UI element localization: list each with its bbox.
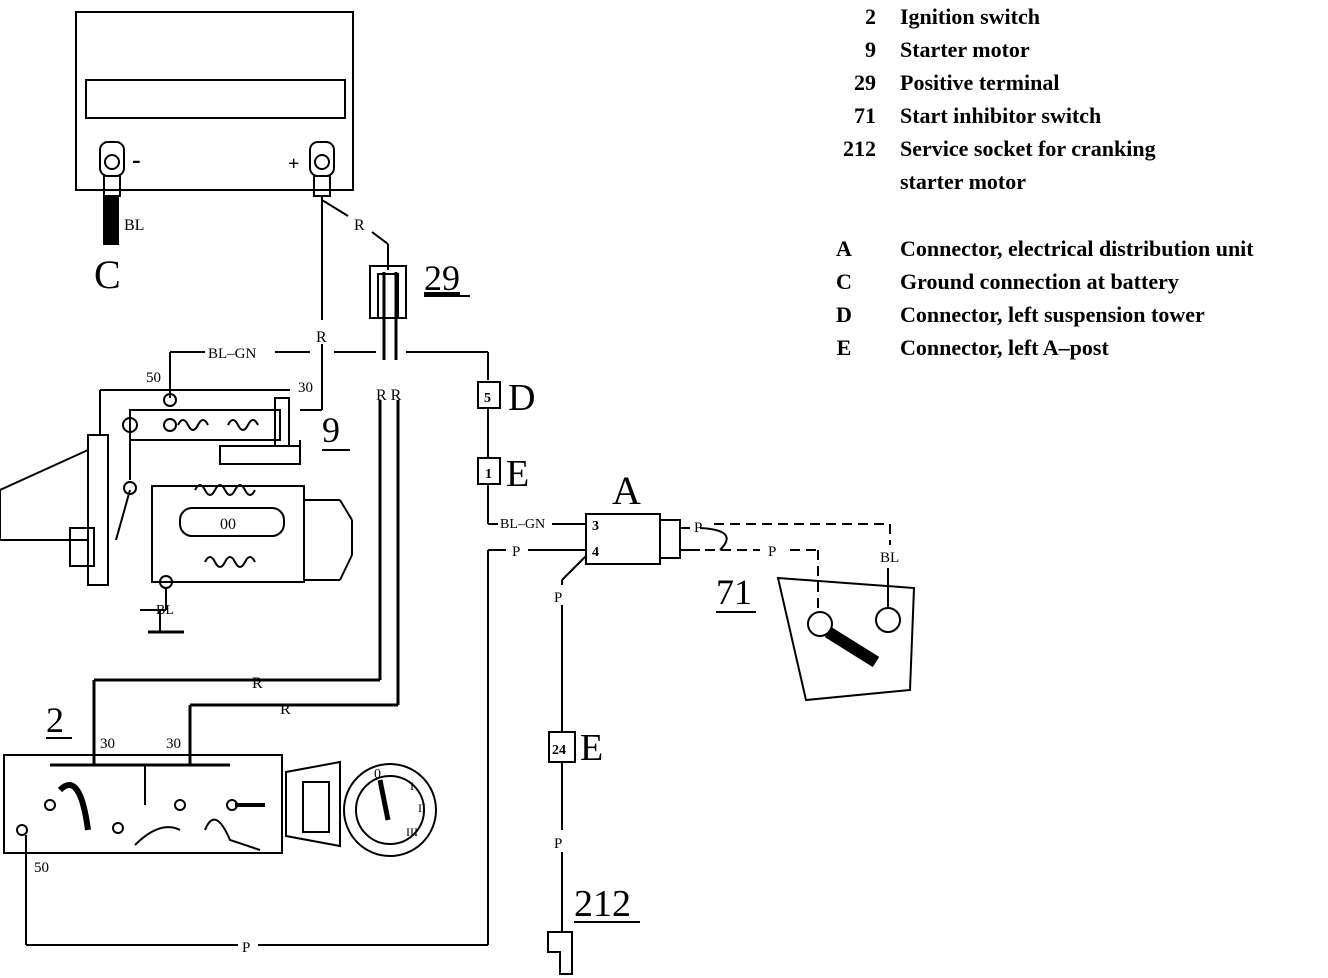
wire-r-main: R [316, 329, 327, 346]
legend-row: starter motor [900, 169, 1027, 194]
wire-bl-battery: BL [124, 217, 144, 234]
pin-e2: 24 [552, 743, 566, 758]
battery [75, 11, 354, 197]
wire-p-bottom: P [242, 940, 250, 956]
connector-a [585, 513, 700, 565]
label-e-upper: E [506, 453, 529, 495]
terminal-30-ign-a: 30 [100, 736, 115, 752]
label-e-lower: E [580, 727, 603, 769]
wire-r-ign-a: R [252, 675, 263, 692]
ign-pos-3: III [406, 825, 418, 839]
negative-terminal [99, 141, 125, 177]
starter-motor: 00 [0, 389, 353, 634]
positive-terminal-29 [369, 265, 407, 360]
minus-label: - [132, 145, 141, 174]
wire-r-battery: R [354, 217, 365, 234]
label-9: 9 [322, 410, 340, 450]
label-d: D [508, 377, 535, 419]
terminal-30-ign-b: 30 [166, 736, 181, 752]
svg-text:00: 00 [220, 516, 236, 533]
ground-strap [103, 195, 119, 245]
pin-a3: 3 [592, 519, 599, 534]
label-2: 2 [46, 700, 64, 740]
ign-pos-1: I [410, 779, 414, 793]
pin-d: 5 [484, 391, 491, 406]
label-29: 29 [424, 258, 460, 298]
wire-bl-71: BL [880, 550, 899, 566]
ignition-switch [3, 754, 488, 946]
wire-bl-gn-a: BL–GN [500, 517, 545, 532]
pin-e1: 1 [485, 467, 492, 482]
wire-r-ign-b: R [280, 701, 291, 718]
label-71: 71 [716, 572, 752, 612]
pin-a4: 4 [592, 545, 599, 560]
plus-label: + [288, 153, 299, 175]
label-a: A [612, 468, 641, 513]
wire-bl-gn-top: BL–GN [208, 346, 257, 362]
inhibitor-dashed-wires [705, 523, 891, 608]
wire-bl-starter: BL [156, 603, 174, 618]
ign-pos-2: II [418, 801, 426, 815]
terminal-50-starter: 50 [146, 370, 161, 386]
ign-pos-0: 0 [374, 767, 381, 782]
positive-battery-terminal [309, 141, 335, 177]
wire-r-pair: R R [376, 387, 402, 404]
wire-p-71b: P [768, 544, 776, 560]
label-212: 212 [574, 883, 631, 925]
wire-p-down-2: P [554, 836, 562, 852]
wire-p-71a: P [694, 520, 702, 536]
service-socket [547, 931, 573, 975]
wire-p-down-1: P [554, 590, 562, 606]
wire-p-a4: P [512, 544, 520, 560]
start-inhibitor-switch [776, 576, 916, 702]
terminal-30-starter: 30 [298, 380, 313, 396]
terminal-50-ign: 50 [34, 860, 49, 876]
label-c: C [94, 252, 121, 297]
